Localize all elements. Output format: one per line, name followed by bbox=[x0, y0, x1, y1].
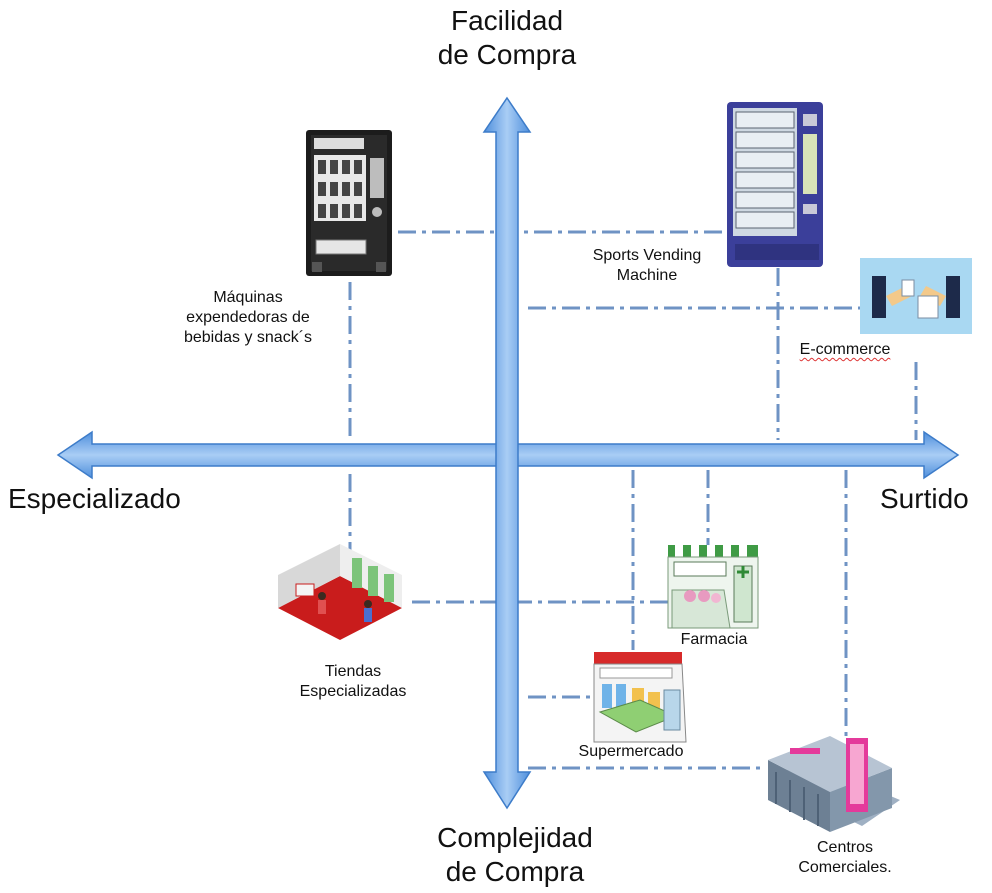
label-farmacia: Farmacia bbox=[664, 630, 764, 650]
label-farmacia-line1: Farmacia bbox=[680, 631, 748, 648]
label-centros-line1: Centros bbox=[816, 839, 874, 856]
axis-label-bottom: Complejidad de Compra bbox=[425, 821, 605, 888]
axis-label-right: Surtido bbox=[880, 483, 969, 514]
label-vending-snacks: Máquinas expendedoras de bebidas y snack… bbox=[148, 288, 348, 348]
pharmacy-icon bbox=[667, 545, 759, 629]
vending-machine-icon bbox=[306, 130, 392, 276]
axis-label-top: Facilidad de Compra bbox=[417, 4, 597, 71]
axis-label-left: Especializado bbox=[8, 483, 181, 514]
shopping-mall-icon bbox=[768, 736, 900, 832]
supermarket-icon bbox=[593, 652, 687, 743]
label-vending-snacks-line2: expendedoras de bbox=[186, 309, 310, 326]
axis-label-top-line1: Facilidad bbox=[450, 5, 564, 36]
label-tiendas: Tiendas Especializadas bbox=[268, 662, 438, 702]
label-vending-snacks-line1: Máquinas bbox=[213, 289, 283, 306]
axis-label-bottom-line2: de Compra bbox=[445, 855, 585, 887]
specialty-store-icon bbox=[278, 544, 402, 640]
guide-lines bbox=[348, 230, 918, 770]
label-ecommerce-line1: E-commerce bbox=[799, 341, 891, 358]
label-sports-vending-line2: Machine bbox=[616, 267, 678, 284]
label-tiendas-line1: Tiendas bbox=[324, 663, 382, 680]
sports-vending-machine-icon bbox=[727, 102, 823, 267]
label-ecommerce: E-commerce bbox=[770, 340, 920, 360]
ecommerce-icon bbox=[860, 258, 972, 334]
vertical-axis-arrow bbox=[482, 96, 532, 810]
axis-label-bottom-line1: Complejidad bbox=[437, 822, 593, 853]
label-supermercado-line1: Supermercado bbox=[578, 743, 684, 760]
label-sports-vending-line1: Sports Vending bbox=[592, 247, 702, 264]
label-centros: Centros Comerciales. bbox=[780, 838, 910, 878]
label-vending-snacks-line3: bebidas y snack´s bbox=[183, 329, 313, 346]
axis-label-top-line2: de Compra bbox=[437, 38, 577, 70]
label-tiendas-line2: Especializadas bbox=[299, 683, 407, 700]
label-supermercado: Supermercado bbox=[556, 742, 706, 762]
label-centros-line2: Comerciales. bbox=[798, 859, 892, 876]
label-sports-vending: Sports Vending Machine bbox=[572, 246, 722, 286]
